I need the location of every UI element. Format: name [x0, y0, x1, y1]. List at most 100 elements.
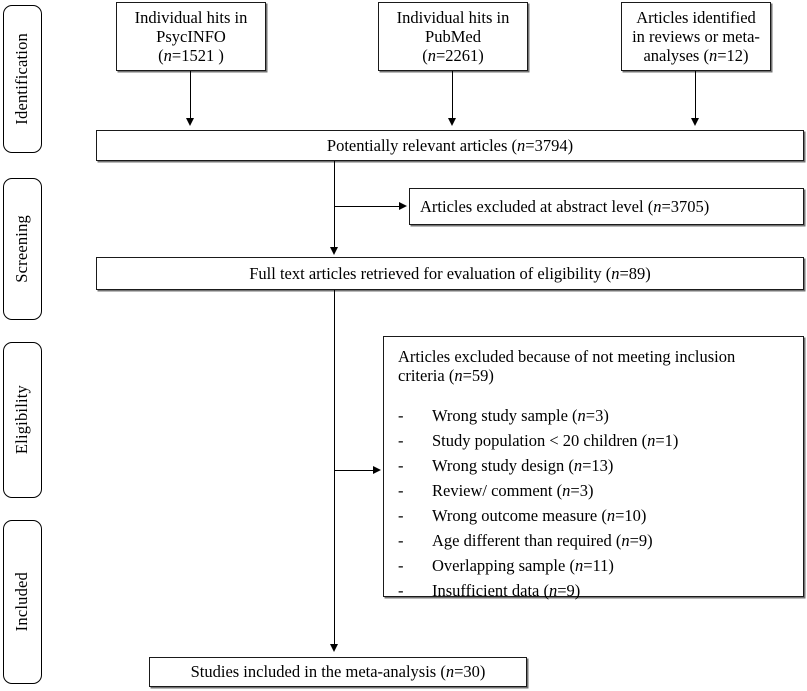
node-exclusion-criteria: Articles excluded because of not meeting… — [383, 336, 804, 600]
excluded-abstract-prefix: Articles excluded at abstract level ( — [420, 196, 654, 216]
exclusion-reason-text: Wrong study design ( — [432, 455, 574, 475]
source-box-pubmed: Individual hits in PubMed (n=2261) — [378, 2, 528, 71]
studies-included-n-symbol: n — [445, 662, 455, 682]
exclusion-reason-label: Study population < 20 children (n=1) — [432, 431, 678, 450]
node-potentially-relevant-text: Potentially relevant articles (n=3794) — [321, 136, 579, 155]
arrowhead-pubmed-down — [448, 118, 456, 126]
exclusion-reason-item: - Wrong study design (n=13) — [398, 456, 791, 475]
exclusion-reason-value: =11) — [583, 555, 614, 575]
exclusion-reason-label: Age different than required (n=9) — [432, 531, 653, 550]
arrowhead-branch-eligibility-exclusion — [373, 466, 381, 474]
exclusion-reason-label: Overlapping sample (n=11) — [432, 556, 614, 575]
pubmed-count-value: =2261) — [435, 46, 484, 66]
reviews-count-prefix: analyses ( — [643, 46, 709, 66]
arrowhead-trunk-included — [330, 644, 338, 652]
bullet-dash-marker: - — [398, 455, 404, 475]
pubmed-count-prefix: ( — [422, 46, 428, 66]
connector-trunk-eligibility — [334, 290, 335, 645]
exclusion-heading-n-symbol: n — [454, 366, 463, 386]
exclusion-reason-value: =3) — [570, 480, 594, 500]
full-text-value: =89) — [619, 263, 651, 283]
reviews-n-symbol: n — [708, 46, 718, 66]
node-full-text-retrieved-text: Full text articles retrieved for evaluat… — [243, 264, 657, 283]
exclusion-reason-n-symbol: n — [573, 455, 583, 475]
exclusion-reason-text: Overlapping sample ( — [432, 555, 575, 575]
exclusion-reason-n-symbol: n — [574, 555, 584, 575]
reviews-line2: in reviews or meta- — [632, 26, 760, 46]
exclusion-reason-label: Insufficient data (n=9) — [432, 581, 580, 600]
studies-included-prefix: Studies included in the meta-analysis ( — [190, 662, 446, 682]
psycinfo-count-prefix: ( — [158, 46, 164, 66]
node-full-text-retrieved: Full text articles retrieved for evaluat… — [96, 257, 804, 290]
exclusion-reason-item: - Review/ comment (n=3) — [398, 481, 791, 500]
bullet-dash-marker: - — [398, 580, 404, 600]
reviews-count-value: =12) — [717, 46, 749, 66]
connector-psycinfo-down — [190, 71, 191, 119]
exclusion-reason-label: Wrong study sample (n=3) — [432, 406, 609, 425]
full-text-n-symbol: n — [611, 263, 620, 283]
source-box-reviews: Articles identified in reviews or meta- … — [621, 2, 771, 71]
exclusion-reason-n-symbol: n — [577, 405, 586, 425]
arrowhead-psycinfo-down — [186, 118, 194, 126]
exclusion-reason-text: Wrong study sample ( — [432, 405, 578, 425]
node-studies-included-text: Studies included in the meta-analysis (n… — [185, 662, 492, 681]
exclusion-reason-item: - Wrong outcome measure (n=10) — [398, 506, 791, 525]
excluded-abstract-n-symbol: n — [653, 196, 662, 216]
exclusion-reason-text: Wrong outcome measure ( — [432, 505, 607, 525]
pubmed-n-symbol: n — [427, 46, 436, 66]
psycinfo-line2: PsycINFO — [156, 26, 226, 46]
exclusion-reason-list: - Wrong study sample (n=3) - Study popul… — [398, 406, 791, 600]
connector-trunk-screening — [334, 161, 335, 248]
exclusion-reason-value: =10) — [615, 505, 647, 525]
stage-label-screening: Screening — [3, 178, 42, 320]
bullet-dash-marker: - — [398, 555, 404, 575]
full-text-prefix: Full text articles retrieved for evaluat… — [249, 263, 612, 283]
connector-reviews-down — [695, 71, 696, 119]
source-box-psycinfo: Individual hits in PsycINFO (n=1521 ) — [116, 2, 266, 71]
stage-label-eligibility: Eligibility — [3, 342, 42, 498]
exclusion-heading-value: =59) — [462, 366, 494, 386]
connector-branch-abstract-exclusion — [334, 206, 399, 207]
exclusion-reason-n-symbol: n — [621, 530, 630, 550]
bullet-dash-marker: - — [398, 430, 404, 450]
potentially-relevant-prefix: Potentially relevant articles ( — [326, 135, 518, 155]
potentially-relevant-value: =3794) — [525, 135, 574, 155]
psycinfo-n-symbol: n — [163, 46, 172, 66]
pubmed-line1: Individual hits in — [396, 7, 510, 27]
arrowhead-branch-abstract-exclusion — [399, 202, 407, 210]
node-excluded-abstract-level-text: Articles excluded at abstract level (n=3… — [410, 197, 715, 216]
potentially-relevant-n-symbol: n — [517, 135, 526, 155]
bullet-dash-marker: - — [398, 505, 404, 525]
studies-included-value: =30) — [454, 662, 486, 682]
node-potentially-relevant: Potentially relevant articles (n=3794) — [96, 130, 804, 161]
exclusion-reason-item: - Age different than required (n=9) — [398, 531, 791, 550]
source-box-psycinfo-text: Individual hits in PsycINFO (n=1521 ) — [129, 8, 254, 65]
exclusion-reason-text: Review/ comment ( — [432, 480, 563, 500]
exclusion-reason-value: =3) — [585, 405, 609, 425]
psycinfo-line1: Individual hits in — [134, 7, 248, 27]
exclusion-reason-n-symbol: n — [562, 480, 571, 500]
bullet-dash-marker: - — [398, 480, 404, 500]
exclusion-criteria-heading: Articles excluded because of not meeting… — [398, 347, 791, 386]
exclusion-reason-item: - Wrong study sample (n=3) — [398, 406, 791, 425]
exclusion-reason-value: =1) — [655, 430, 679, 450]
exclusion-reason-n-symbol: n — [548, 580, 558, 600]
reviews-line1: Articles identified — [636, 7, 756, 27]
exclusion-reason-label: Wrong study design (n=13) — [432, 456, 613, 475]
pubmed-line2: PubMed — [425, 26, 481, 46]
exclusion-reason-text: Study population < 20 children ( — [432, 430, 648, 450]
exclusion-heading-line1: Articles excluded because of not meeting… — [398, 347, 736, 366]
connector-pubmed-down — [452, 71, 453, 119]
node-studies-included: Studies included in the meta-analysis (n… — [149, 657, 527, 687]
stage-label-included-text: Included — [12, 572, 32, 632]
arrowhead-trunk-screening — [330, 247, 338, 255]
exclusion-reason-item: - Insufficient data (n=9) — [398, 581, 791, 600]
exclusion-reason-value: =9) — [557, 580, 581, 600]
exclusion-reason-value: =13) — [582, 455, 614, 475]
arrowhead-reviews-down — [691, 118, 699, 126]
connector-branch-eligibility-exclusion — [334, 470, 373, 471]
exclusion-reason-item: - Overlapping sample (n=11) — [398, 556, 791, 575]
node-exclusion-criteria-content: Articles excluded because of not meeting… — [384, 337, 803, 614]
exclusion-reason-n-symbol: n — [647, 430, 656, 450]
